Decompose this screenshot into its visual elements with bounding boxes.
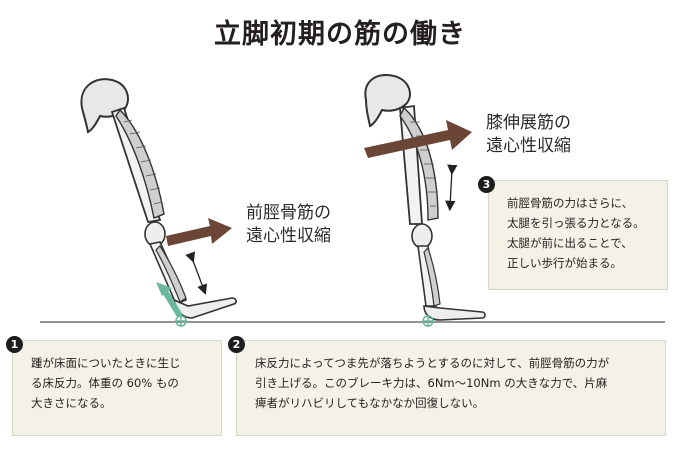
force-arrow-icon	[156, 282, 183, 318]
note-2-line: 痺者がリハビリしてもなかなか回復しない。	[255, 396, 485, 410]
note-3-badge: 3	[478, 176, 495, 193]
note-2-box: 床反力によってつま先が落ちようとするのに対して、前脛骨筋の力が 引き上げる。この…	[236, 340, 666, 436]
quadriceps-label: 膝伸展筋の 遠心性収縮	[486, 112, 571, 158]
note-3-box: 前脛骨筋の力はさらに、 太腿を引っ張る力となる。 太腿が前に出ることで、 正しい…	[488, 180, 668, 290]
double-headed-arrow-icon	[185, 251, 208, 295]
note-1-box: 踵が床面についたときに生じ る床反力。体重の 60% もの 大きさになる。	[12, 340, 222, 436]
note-1-line: 大きさになる。	[31, 396, 112, 410]
note-1-line: る床反力。体重の 60% もの	[31, 376, 179, 390]
right-tibialis-muscle	[423, 246, 441, 307]
left-leg-figure	[80, 78, 237, 327]
left-thigh-muscle	[115, 108, 165, 219]
right-pelvis	[364, 74, 411, 128]
note-3-line: 太腿を引っ張る力となる。	[507, 216, 645, 230]
note-3-line: 前脛骨筋の力はさらに、	[507, 196, 634, 210]
contact-point-icon	[175, 315, 187, 327]
double-headed-arrow-icon	[445, 164, 458, 212]
page-title: 立脚初期の筋の働き	[214, 19, 466, 50]
note-1-line: 踵が床面についたときに生じ	[31, 356, 181, 370]
tibialis-label-line2: 遠心性収縮	[246, 226, 331, 246]
right-knee	[411, 223, 433, 249]
quadriceps-label-line1: 膝伸展筋の	[486, 113, 571, 133]
note-2-line: 引き上げる。このブレーキ力は、6Nm〜10Nm の大きな力で、片麻	[255, 376, 608, 390]
tibialis-brown-arrow	[166, 218, 232, 246]
note-2-badge: 2	[228, 336, 245, 353]
quadriceps-label-line2: 遠心性収縮	[486, 136, 571, 156]
right-leg-figure	[364, 74, 486, 327]
contact-point-icon	[422, 315, 434, 327]
note-3-line: 正しい歩行が始まる。	[507, 256, 622, 270]
note-1-badge: 1	[6, 336, 23, 353]
right-foot	[423, 305, 486, 321]
note-3-line: 太腿が前に出ることで、	[507, 236, 633, 250]
quadriceps-brown-arrow	[364, 120, 472, 158]
tibialis-label: 前脛骨筋の 遠心性収縮	[246, 202, 331, 248]
note-2-line: 床反力によってつま先が落ちようとするのに対して、前脛骨筋の力が	[255, 356, 610, 370]
tibialis-label-line1: 前脛骨筋の	[246, 203, 331, 223]
